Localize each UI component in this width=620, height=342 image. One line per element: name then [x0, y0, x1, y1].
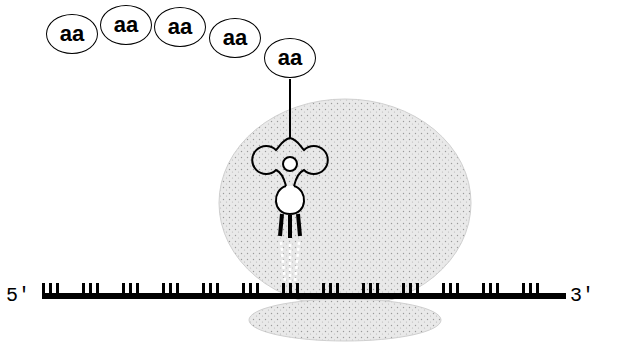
codon-base [249, 283, 252, 294]
codon-base [282, 283, 285, 294]
codon-base [369, 283, 372, 294]
amino-acid: aa [100, 5, 152, 45]
base-pairing [281, 242, 299, 282]
amino-acid-label: aa [114, 14, 138, 36]
amino-acid: aa [154, 7, 206, 47]
codon-base [56, 283, 59, 294]
codon-base [376, 283, 379, 294]
codon-base [456, 283, 459, 294]
codon-base [216, 283, 219, 294]
codon-base [162, 283, 165, 294]
codon-base [409, 283, 412, 294]
codon-base [449, 283, 452, 294]
codon-base [169, 283, 172, 294]
large-subunit [219, 99, 471, 307]
codon-base [329, 283, 332, 294]
mrna-strand [42, 283, 566, 299]
codon-base [96, 283, 99, 294]
amino-acid: aa [209, 18, 261, 58]
amino-acid: aa [46, 14, 98, 54]
codon-base [82, 283, 85, 294]
amino-acid: aa [264, 38, 316, 78]
codon-base [489, 283, 492, 294]
codon-base [42, 283, 45, 294]
amino-acid-label: aa [168, 16, 192, 38]
codon-base [322, 283, 325, 294]
amino-acid-label: aa [60, 23, 84, 45]
codon-base [202, 283, 205, 294]
codon-base [242, 283, 245, 294]
amino-acid-label: aa [223, 27, 247, 49]
codon-base [122, 283, 125, 294]
amino-acid-label: aa [278, 47, 302, 69]
trna-symbol [252, 79, 328, 214]
codon-base [522, 283, 525, 294]
strand-end-label: 5′ [6, 286, 30, 306]
codon-base [496, 283, 499, 294]
codon-base [289, 283, 292, 294]
codon-base [129, 283, 132, 294]
small-subunit [249, 299, 441, 341]
codon-base [256, 283, 259, 294]
codon-base [529, 283, 532, 294]
codon-base [416, 283, 419, 294]
codon-base [536, 283, 539, 294]
codon-base [136, 283, 139, 294]
anticodon [280, 214, 300, 238]
codon-base [362, 283, 365, 294]
codon-base [336, 283, 339, 294]
codon-base [49, 283, 52, 294]
codon-base [442, 283, 445, 294]
codon-base [482, 283, 485, 294]
codon-base [402, 283, 405, 294]
strand-end-label: 3′ [570, 286, 594, 306]
codon-base [89, 283, 92, 294]
codon-base [176, 283, 179, 294]
codon-base [296, 283, 299, 294]
codon-base [209, 283, 212, 294]
